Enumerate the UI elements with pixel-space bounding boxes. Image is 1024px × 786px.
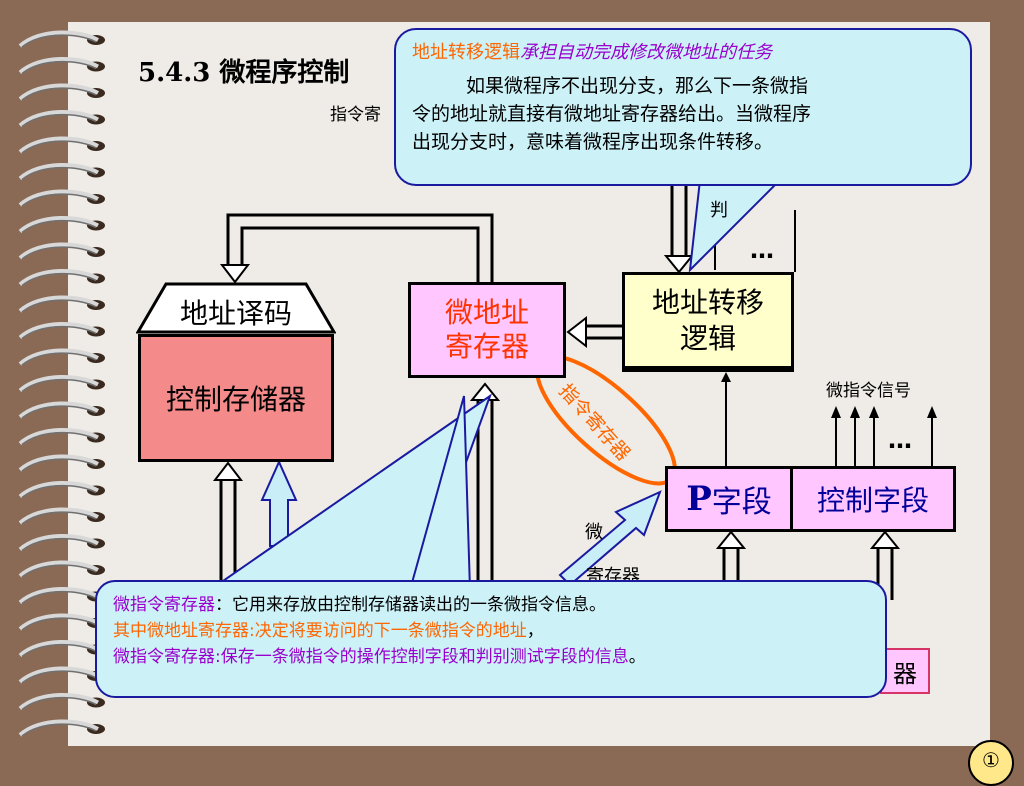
callout-bottom-line2: 其中微地址寄存器:决定将要访问的下一条微指令的地址，: [113, 618, 869, 644]
callout-top-line3: 出现分支时，意味着微程序出现条件转移。: [412, 131, 774, 153]
micro-addr-reg-line2: 寄存器: [444, 330, 529, 363]
diagram-lines: [206, 179, 937, 600]
signal-arrow-1: [831, 406, 841, 418]
spiral-ring: [18, 163, 105, 181]
callout-top: 地址转移逻辑承担自动完成修改微地址的任务 如果微程序不出现分支，那么下一条微指 …: [394, 28, 972, 186]
callout-top-lead-orange: 地址转移逻辑: [412, 42, 520, 63]
addr-transfer-block: 地址转移 逻辑: [622, 272, 794, 372]
spiral-binding: [18, 30, 105, 737]
arrow-into-decode: [219, 264, 251, 284]
micro-addr-reg-line1: 微地址: [444, 296, 529, 329]
spiral-ring: [18, 110, 105, 128]
page-subtitle: 指令寄: [330, 105, 381, 125]
spiral-ring: [18, 242, 105, 260]
spiral-ring: [18, 560, 105, 578]
callout-bottom-l3-purple: 微指令寄存器:保存一条微指令的操作控制字段和判别测试字段的信息: [113, 647, 629, 667]
signal-arrow-2: [850, 406, 860, 418]
addr-decode-label: 地址译码: [179, 297, 292, 330]
ellipsis-top: …: [750, 236, 774, 264]
arrow-into-p: [715, 530, 747, 549]
arrow-p-to-transfer: [721, 372, 731, 382]
spiral-ring: [18, 401, 105, 419]
spiral-ring: [18, 189, 105, 207]
micro-addr-reg-block: 微地址 寄存器: [408, 282, 566, 378]
callout-top-line1: 如果微程序不出现分支，那么下一条微指: [466, 75, 809, 97]
callout-bottom-line3: 微指令寄存器:保存一条微指令的操作控制字段和判别测试字段的信息。: [113, 644, 869, 670]
spiral-ring: [18, 30, 105, 48]
spiral-ring: [18, 375, 105, 393]
spiral-ring: [18, 269, 105, 287]
page-badge[interactable]: ①: [968, 740, 1014, 786]
callout-top-heading: 地址转移逻辑承担自动完成修改微地址的任务: [412, 40, 954, 66]
control-store-label: 控制存储器: [165, 383, 306, 416]
partial-label-wei: 微: [585, 522, 603, 543]
callout-bottom: 微指令寄存器：它用来存放由控制存储器读出的一条微指令信息。 其中微地址寄存器:决…: [95, 580, 887, 698]
callout-bottom-l2-orange: 其中微地址寄存器:决定将要访问的下一条微指令的地址: [113, 621, 527, 641]
loop-inner-line: [240, 226, 480, 282]
p-field-label: 字段: [711, 485, 772, 520]
arrow-into-transfer: [663, 255, 695, 274]
callout-top-lead-purple: 承担自动完成修改微地址的任务: [520, 42, 772, 63]
spiral-ring: [18, 693, 105, 711]
arrow-into-cs: [212, 461, 244, 481]
control-field-label: 控制字段: [816, 484, 929, 517]
arrow-into-cf: [869, 530, 901, 549]
callout-bottom-line1: 微指令寄存器：它用来存放由控制存储器读出的一条微指令信息。: [113, 592, 869, 618]
spiral-ring: [18, 295, 105, 313]
bottom-reg-block: 器: [880, 648, 930, 694]
callout-bottom-l2-black: ，: [526, 621, 544, 641]
bottom-reg-label: 器: [893, 659, 917, 688]
spiral-ring: [18, 348, 105, 366]
addr-decode-block: 地址译码: [136, 282, 336, 334]
spiral-ring: [18, 719, 105, 737]
spiral-ring: [18, 454, 105, 472]
spiral-ring: [18, 481, 105, 499]
page-title: 5.4.3 微程序控制: [138, 58, 350, 88]
spiral-ring: [18, 322, 105, 340]
spiral-ring: [18, 83, 105, 101]
addr-transfer-line2: 逻辑: [679, 321, 736, 355]
loop-outer-line: [226, 213, 494, 282]
signal-arrow-4: [927, 406, 937, 418]
callout-bottom-l1-purple: 微指令寄存器: [113, 595, 215, 615]
spiral-ring: [18, 534, 105, 552]
arrow-into-micro-reg-bottom: [469, 382, 501, 401]
ellipsis-right: …: [888, 426, 912, 454]
spiral-ring: [18, 428, 105, 446]
partial-label-pan: 判: [710, 200, 728, 221]
addr-transfer-line1: 地址转移: [651, 285, 764, 319]
control-store-block: 控制存储器: [138, 334, 334, 462]
callout-bottom-l3-black: 。: [628, 647, 646, 667]
callout-top-line2: 令的地址就直接有微地址寄存器给出。当微程序: [412, 103, 812, 125]
p-field-letter: P: [686, 479, 712, 519]
spiral-ring: [18, 136, 105, 154]
callout-bottom-l1-black: ：它用来存放由控制存储器读出的一条微指令信息。: [215, 595, 606, 615]
spiral-ring: [18, 57, 105, 75]
page-badge-label: ①: [982, 748, 1000, 772]
blue-arrow-to-p: [558, 490, 662, 587]
p-field-block: P 字段: [665, 466, 793, 532]
arrow-into-micro-reg: [566, 315, 587, 349]
control-field-block: 控制字段: [790, 466, 956, 532]
trapezoid-shape: [136, 282, 336, 334]
micro-signal-label: 微指令信号: [826, 381, 911, 401]
signal-arrow-3: [869, 406, 879, 418]
spiral-ring: [18, 216, 105, 234]
spiral-ring: [18, 507, 105, 525]
